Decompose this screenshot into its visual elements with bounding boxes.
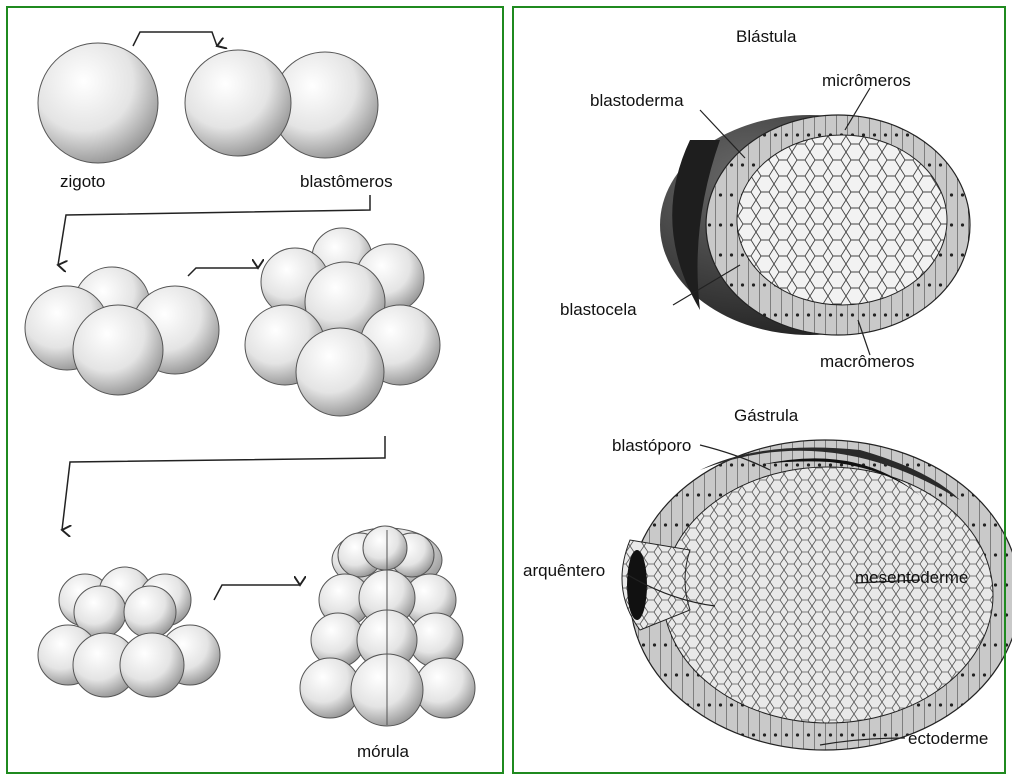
label-mesentoderme: mesentoderme: [855, 568, 968, 588]
label-arquentero: arquêntero: [523, 561, 605, 581]
label-blastocela: blastocela: [560, 300, 637, 320]
label-blastoderma: blastoderma: [590, 91, 684, 111]
label-blastomeros: blastômeros: [300, 172, 393, 192]
label-morula: mórula: [357, 742, 409, 762]
label-macromeros: macrômeros: [820, 352, 914, 372]
label-blastula-title: Blástula: [736, 27, 796, 47]
right-panel: [512, 6, 1006, 774]
left-panel: [6, 6, 504, 774]
label-zigoto: zigoto: [60, 172, 105, 192]
label-ectoderme: ectoderme: [908, 729, 988, 749]
label-blastoporo: blastóporo: [612, 436, 691, 456]
label-gastrula-title: Gástrula: [734, 406, 798, 426]
label-micromeros: micrômeros: [822, 71, 911, 91]
